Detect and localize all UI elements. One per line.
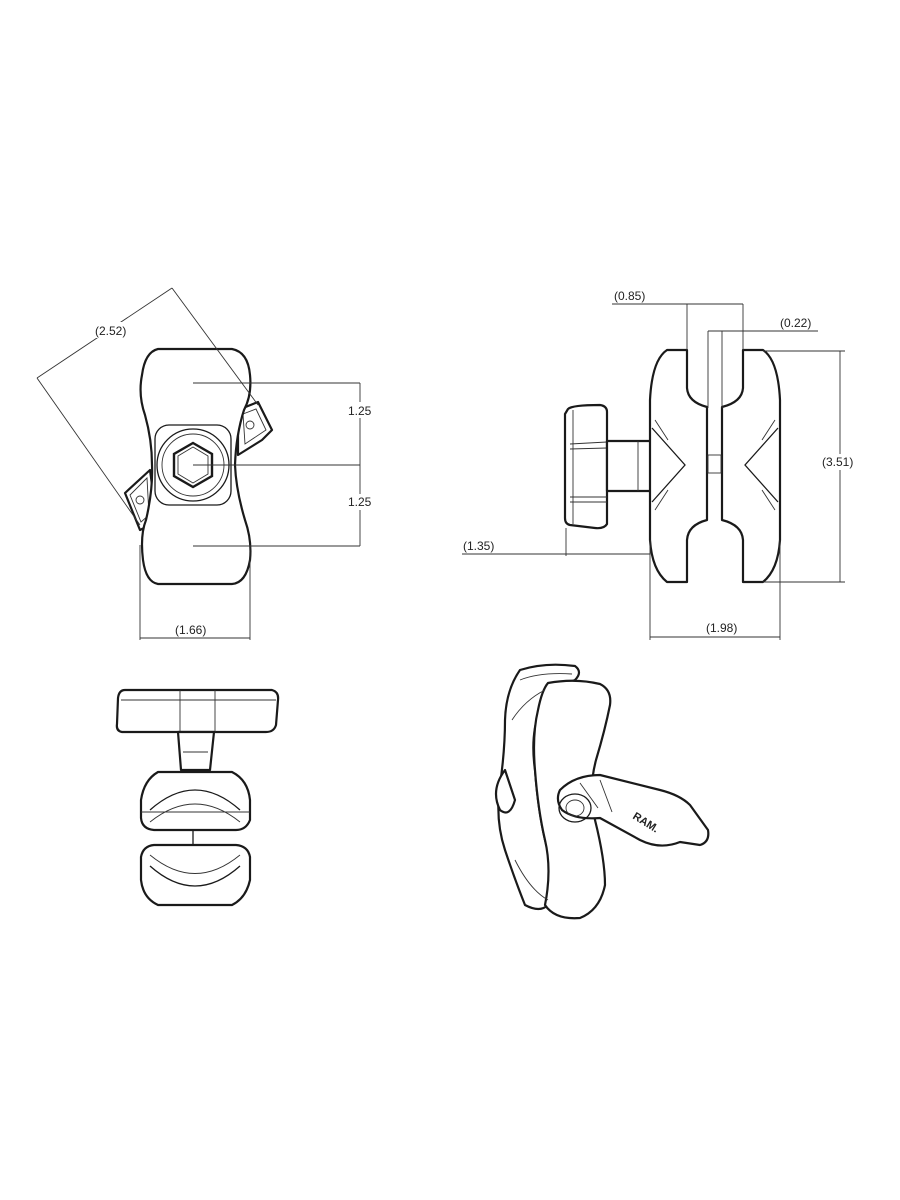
iso-view: RAM. [494,663,710,920]
clamp-lower [139,843,252,907]
lever-knob [556,773,710,847]
dim-knob-offset: (1.35) [463,539,494,553]
dim-body-depth: (1.98) [706,621,737,635]
knob [563,403,609,530]
dim-lower-offset: 1.25 [348,495,372,509]
dim-overall-length: (3.51) [822,455,853,469]
dim-socket-opening: (0.85) [614,289,645,303]
dim-gap: (0.22) [780,316,811,330]
dim-width: (1.66) [175,623,206,637]
knob-top [115,688,280,734]
side-view: (0.85) (0.22) (3.51) (1.35) (1.98) [462,289,862,640]
top-view [115,688,280,907]
arm-body [139,347,252,586]
dim-diagonal-span: (2.52) [95,324,126,338]
front-view: (2.52) 1.25 1.25 (1.66) [36,287,376,640]
hex-socket-icon [172,441,214,489]
clamp-upper [139,770,252,832]
ball [494,768,517,814]
wing-upper-right [236,400,274,457]
dim-upper-offset: 1.25 [348,404,372,418]
